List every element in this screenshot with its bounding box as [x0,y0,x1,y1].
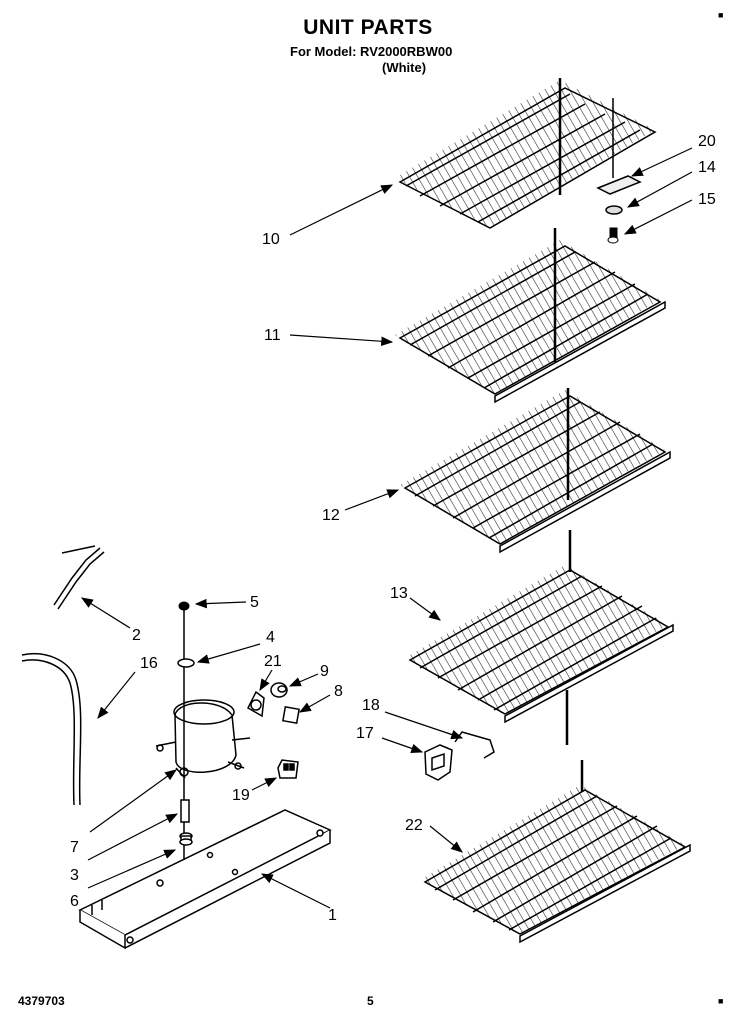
shelf-11-coil [395,228,666,404]
callout-13: 13 [390,585,408,602]
compressor-part [155,699,251,779]
screw-part-15 [607,227,619,244]
callout-17: 17 [356,725,374,742]
callout-11: 11 [264,327,281,344]
callout-9: 9 [320,663,329,680]
callout-14: 14 [698,159,716,176]
callout-4: 4 [266,629,275,646]
spacer-part-7 [180,799,190,823]
hose-part-16 [21,653,82,806]
base-plate-part-1 [78,809,332,950]
tube-part-2 [53,545,105,610]
callout-19: 19 [232,787,250,804]
callout-15: 15 [698,191,716,208]
clip-part-18 [454,731,495,759]
callout-10: 10 [262,231,280,248]
callout-20: 20 [698,133,716,150]
cover-part-19 [277,759,299,779]
corner-mark-top: ■ [718,10,724,20]
callout-21: 21 [264,653,282,670]
washer-part-14 [605,205,623,215]
corner-mark-bottom: ■ [718,996,724,1006]
callout-22: 22 [405,817,423,834]
shelf-12-coil [400,388,671,554]
callout-6: 6 [70,893,79,910]
callout-3: 3 [70,867,79,884]
callout-1: 1 [328,907,337,924]
overload-part-9 [270,682,288,698]
bracket-part-21 [247,690,265,718]
model-line: For Model: RV2000RBW00 [290,44,453,59]
bracket-part-20 [596,175,642,195]
callout-8: 8 [334,683,343,700]
callout-7: 7 [70,839,79,856]
screw-part-5 [178,601,190,611]
washer-part-4 [177,658,195,668]
grommet-part-3 [179,832,193,846]
callout-16: 16 [140,655,158,672]
color-line: (White) [382,60,427,75]
shelf-22-coil [420,760,691,944]
page-number: 5 [367,994,374,1008]
relay-part-8 [282,706,300,724]
callout-18: 18 [362,697,380,714]
callout-2: 2 [132,627,141,644]
page-title: UNIT PARTS [303,16,433,39]
shelf-10-coil [395,78,657,229]
callout-12: 12 [322,507,340,524]
bracket-part-17 [424,744,453,781]
document-number: 4379703 [18,994,65,1008]
shelf-13-coil [405,530,674,745]
callout-5: 5 [250,594,259,611]
leader-lines [80,147,693,909]
